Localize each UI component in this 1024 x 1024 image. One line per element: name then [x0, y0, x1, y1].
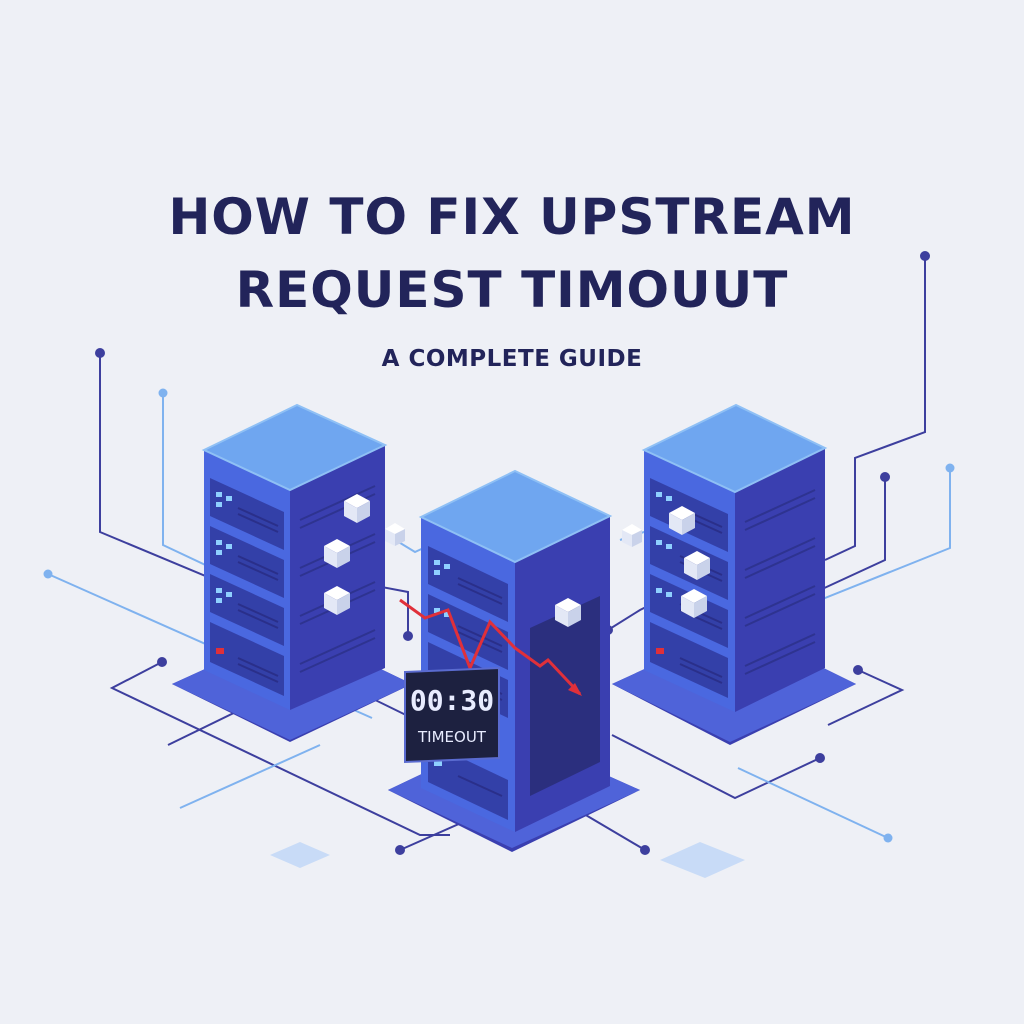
- timer-time: 00:30: [410, 684, 494, 717]
- page-subtitle: A COMPLETE GUIDE: [381, 346, 643, 372]
- cube-node-icon: [684, 551, 710, 580]
- server-right: [612, 403, 856, 745]
- circuit-dot: [95, 348, 105, 358]
- server-top-face: [418, 469, 613, 564]
- circuit-dot: [403, 631, 413, 641]
- server-top-face: [641, 403, 828, 494]
- cube-node-icon: [324, 539, 350, 568]
- circuit-line: [819, 477, 886, 591]
- server-left: [172, 403, 412, 742]
- timer-label: TIMEOUT: [417, 728, 487, 746]
- timer-panel: [404, 666, 500, 764]
- circuit-dot: [883, 833, 893, 843]
- circuit-line: [789, 468, 951, 613]
- circuit-nodes: [43, 251, 955, 855]
- circuit-line: [611, 734, 821, 800]
- floor-tile: [660, 842, 745, 878]
- cube-node-icon: [385, 523, 405, 546]
- circuit-dot: [880, 472, 890, 482]
- server-door-panel: [530, 596, 600, 796]
- floor-tile: [270, 842, 330, 868]
- cube-node-icon: [681, 589, 707, 618]
- circuit-dot: [43, 569, 53, 579]
- circuit-dot: [640, 845, 650, 855]
- error-zigzag-icon: [399, 598, 582, 696]
- timer-display-icon: 00:30 TIMEOUT: [404, 666, 500, 764]
- cube-node-icon: [344, 494, 370, 523]
- circuit-dot: [157, 657, 167, 667]
- circuit-lines: [47, 256, 951, 851]
- circuit-line: [737, 767, 889, 839]
- page-title-line-2: REQUEST TIMOUUT: [235, 261, 789, 319]
- server-center: [388, 469, 640, 852]
- data-cubes: [324, 494, 710, 627]
- page-title-line-1: HOW TO FIX UPSTREAM: [168, 188, 856, 246]
- cube-node-icon: [555, 598, 581, 627]
- cube-node-icon: [324, 586, 350, 615]
- circuit-dot: [395, 845, 405, 855]
- cube-node-icon: [669, 506, 695, 535]
- circuit-dot: [158, 388, 168, 398]
- cube-node-icon: [622, 524, 642, 547]
- server-top-face: [201, 403, 388, 492]
- circuit-line: [179, 744, 321, 809]
- circuit-dot: [815, 753, 825, 763]
- circuit-line: [824, 256, 926, 561]
- server-right-face: [735, 448, 825, 712]
- circuit-dot: [920, 251, 930, 261]
- circuit-dot: [945, 463, 955, 473]
- circuit-dot: [853, 665, 863, 675]
- circuit-line: [827, 669, 905, 726]
